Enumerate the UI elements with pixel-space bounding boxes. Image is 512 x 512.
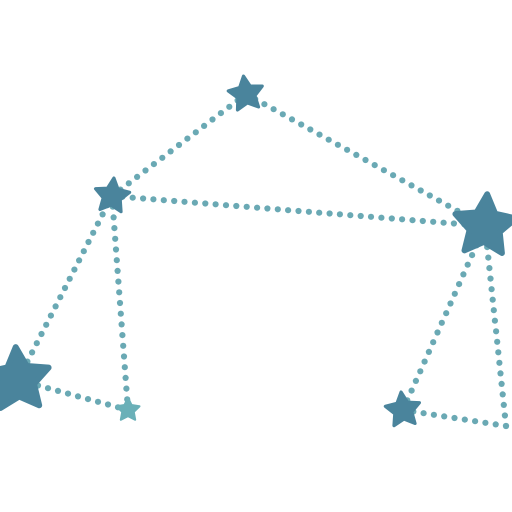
connection-star-lower-right-edge-right-lower [399,406,510,430]
star-bottom-small-icon [115,396,141,421]
connection-star-upper-left-star-bottom-small [108,192,132,414]
star-lower-right-icon [383,390,422,428]
connection-star-upper-left-star-left [14,192,116,384]
stars-group [0,74,512,428]
connection-star-right-star-lower-right [399,222,489,414]
star-left-icon [0,344,52,411]
star-right-icon [452,191,512,256]
connection-star-upper-left-star-right [108,192,489,230]
star-upper-left-icon [93,176,132,214]
star-top-icon [226,74,264,112]
connection-star-right-edge-right-lower [481,222,510,430]
connection-star-upper-left-star-top [108,90,250,200]
connection-lines [14,90,510,430]
